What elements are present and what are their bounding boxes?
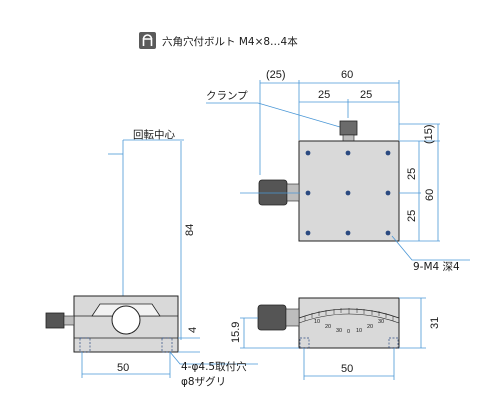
micrometer-knob xyxy=(258,179,288,206)
side-clamp-knob xyxy=(45,312,65,329)
mount-holes-label-1: 4-φ4.5取付穴 xyxy=(181,360,247,373)
scale-tick-4: 0 xyxy=(347,329,350,335)
scale-tick-5: 10 xyxy=(356,328,362,334)
dim-top-seg1: 25 xyxy=(318,89,330,101)
front-view: 10 20 30 0 10 20 30 15.9 31 50 xyxy=(230,297,441,380)
dim-side-height: 15.9 xyxy=(230,322,242,343)
rotation-scale xyxy=(304,308,394,321)
scale-tick-2: 20 xyxy=(325,324,331,330)
tapped-holes-label: 9-M4 深4 xyxy=(413,261,460,273)
side-view: 回転中心 84 4 50 4-φ4.5取付穴 φ8ザグリ xyxy=(45,128,258,388)
dim-top-offset: (25) xyxy=(266,69,286,81)
dim-left-width: 50 xyxy=(117,362,129,374)
dim-base-thickness: 4 xyxy=(187,327,199,333)
front-view-body xyxy=(298,297,400,349)
bolt-legend: 六角穴付ボルト M4×8…4本 xyxy=(139,32,298,49)
hex-bolt-icon xyxy=(139,32,156,49)
scale-tick-1: 10 xyxy=(314,319,320,325)
clamp-label: クランプ xyxy=(206,90,248,102)
clamp-knob xyxy=(339,120,358,136)
scale-tick-6: 20 xyxy=(367,324,373,330)
front-micrometer-knob xyxy=(257,304,287,331)
top-view: (25) 60 25 25 クランプ (15) 25 xyxy=(206,69,470,273)
dim-center-height: 84 xyxy=(184,224,196,236)
dim-right-total: 60 xyxy=(424,189,436,201)
dim-top-seg2: 25 xyxy=(360,89,372,101)
scale-tick-3: 30 xyxy=(336,328,342,334)
dim-right-seg2: 25 xyxy=(406,210,418,222)
mount-holes-label-2: φ8ザグリ xyxy=(181,375,226,388)
bolt-legend-text: 六角穴付ボルト M4×8…4本 xyxy=(162,35,298,48)
side-bore xyxy=(111,305,141,335)
tapped-hole-grid xyxy=(305,150,391,236)
dim-right-seg1: 25 xyxy=(406,168,418,180)
dim-right-height: 31 xyxy=(429,317,441,329)
rotation-center-label: 回転中心 xyxy=(133,128,175,141)
dim-right-top: (15) xyxy=(423,124,435,144)
scale-tick-7: 30 xyxy=(378,319,384,325)
dim-top-width: 60 xyxy=(341,69,353,81)
dim-bottom-width: 50 xyxy=(341,363,353,375)
